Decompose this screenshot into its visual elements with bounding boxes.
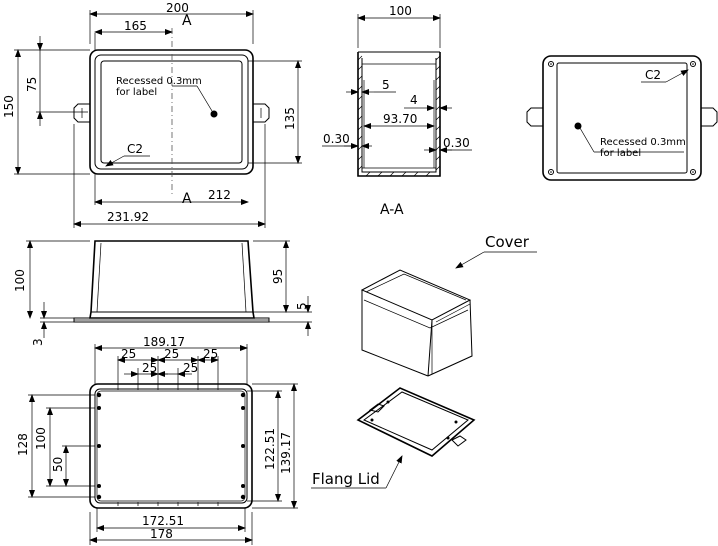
right-view-outline	[542, 55, 702, 181]
dim-150: 150	[2, 95, 16, 118]
dim-50: 50	[51, 457, 65, 472]
recess-note-right-line2: for label	[600, 148, 641, 159]
dim-189: 189.17	[143, 335, 185, 349]
recess-note-line2: for label	[116, 87, 157, 98]
dim-128: 128	[16, 433, 30, 456]
dim-212: 212	[208, 188, 231, 202]
dim-165: 165	[124, 19, 147, 33]
dim-231: 231.92	[107, 210, 149, 224]
dim-200: 200	[166, 1, 189, 15]
dim-75: 75	[25, 77, 39, 92]
dim-100-bottom: 100	[34, 427, 48, 450]
bottom-view-outline	[89, 383, 253, 509]
recess-dot-right	[574, 122, 582, 130]
dim-4-section: 4	[410, 93, 418, 107]
section-outline	[357, 52, 441, 177]
dim-93-section: 93.70	[383, 112, 417, 126]
flange-right	[253, 103, 270, 123]
cover-iso: Cover	[360, 233, 537, 377]
right-view: Recessed 0.3mm for label C2	[526, 55, 718, 181]
flang-lid-label: Flang Lid	[312, 470, 380, 488]
recess-note-line1: Recessed 0.3mm	[116, 76, 202, 87]
top-view: Recessed 0.3mm for label C2 200 165 A A …	[2, 1, 302, 228]
spacing-25-e: 25	[183, 361, 198, 375]
recess-note-right-line1: Recessed 0.3mm	[600, 137, 686, 148]
side-view-outline	[89, 240, 255, 319]
dim-139: 139.17	[279, 432, 293, 474]
dim-135: 135	[283, 107, 297, 130]
chamfer-label-right: C2	[645, 68, 661, 82]
dim-172: 172.51	[142, 514, 184, 528]
dim-122: 122.51	[263, 428, 277, 470]
spacing-25-d: 25	[142, 361, 157, 375]
chamfer-label: C2	[127, 142, 143, 156]
section-mark-bottom: A	[182, 191, 192, 207]
dim-5-side: 5	[295, 302, 309, 310]
mounting-holes	[96, 392, 246, 500]
dim-95-side: 95	[271, 269, 285, 284]
side-view: 100 95 5 3	[13, 240, 312, 346]
spacing-25-b: 25	[164, 347, 179, 361]
flang-lid-iso: Flang Lid	[311, 387, 476, 489]
dim-030-left: 0.30	[323, 132, 350, 146]
flange-left	[73, 103, 90, 123]
dim-100-section: 100	[389, 4, 412, 18]
bottom-view: 189.17 25 25 25 25 25 128 100	[16, 335, 298, 545]
dim-5-section: 5	[382, 78, 390, 92]
section-view: 100 5 4 93.70 0.30 0.30 A-A	[322, 4, 472, 218]
cover-label: Cover	[485, 233, 530, 251]
spacing-25-a: 25	[121, 347, 136, 361]
dim-030-right: 0.30	[443, 136, 470, 150]
spacing-25-c: 25	[203, 347, 218, 361]
dim-178: 178	[150, 527, 173, 541]
top-view-outline	[89, 49, 254, 175]
dim-100-side: 100	[13, 269, 27, 292]
dim-3-side: 3	[31, 338, 45, 346]
section-title: A-A	[380, 202, 404, 218]
recess-dot	[210, 110, 218, 118]
section-mark-top: A	[182, 13, 192, 29]
